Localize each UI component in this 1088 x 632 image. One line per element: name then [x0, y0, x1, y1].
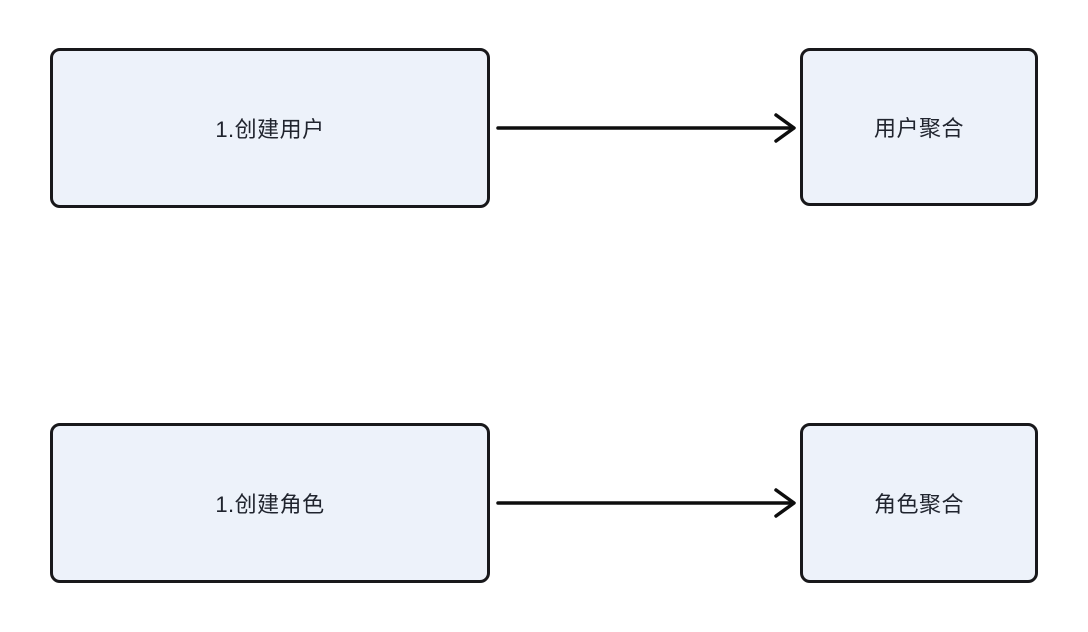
node-create-user: 1.创建用户	[50, 48, 490, 208]
node-role-aggregate: 角色聚合	[800, 423, 1038, 583]
arrow-create-user-to-user-aggregate	[496, 113, 796, 143]
node-user-aggregate: 用户聚合	[800, 48, 1038, 206]
arrow-create-role-to-role-aggregate	[496, 488, 796, 518]
node-create-user-label: 1.创建用户	[215, 117, 325, 142]
node-user-aggregate-label: 用户聚合	[873, 116, 964, 141]
node-role-aggregate-label: 角色聚合	[873, 492, 964, 517]
node-create-role-label: 1.创建角色	[215, 492, 325, 517]
node-create-role: 1.创建角色	[50, 423, 490, 583]
